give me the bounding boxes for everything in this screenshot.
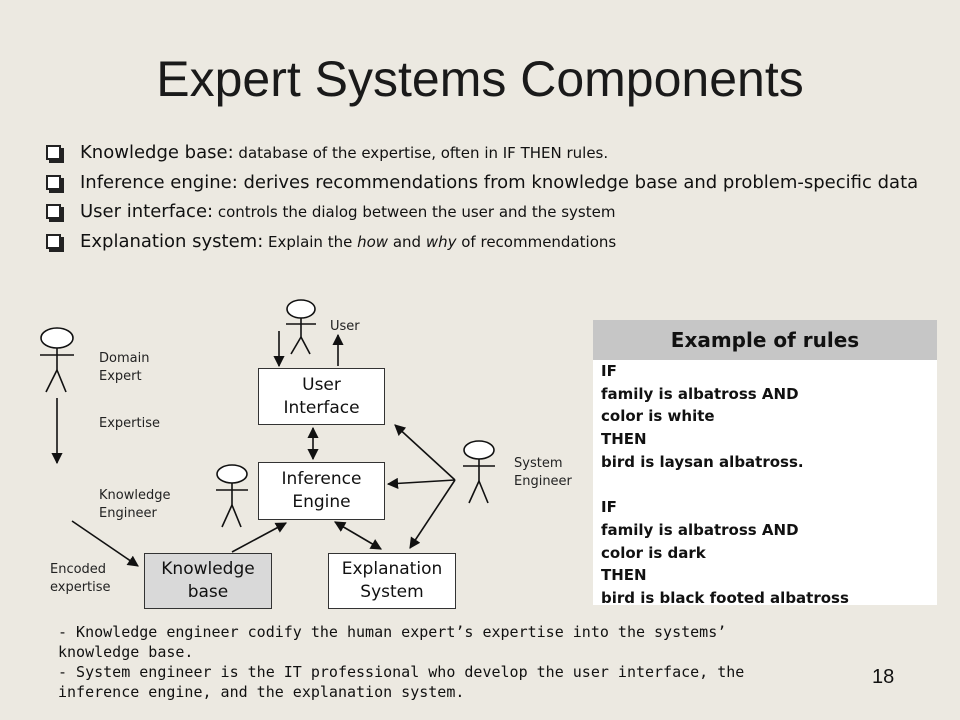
system-engineer-label: System Engineer [514,456,572,489]
bullet-detail-mid: and [388,233,426,251]
bullet-knowledge-base: Knowledge base: database of the expertis… [42,142,942,164]
inference-engine-box: Inference Engine [258,462,385,520]
footnotes: - Knowledge engineer codify the human ex… [58,622,798,702]
rules-panel: IF family is albatross AND color is whit… [593,360,937,607]
expertise-label: Expertise [99,416,160,431]
knowledge-engineer-figure-icon [216,464,248,528]
knowledge-base-box: Knowledge base [144,553,272,609]
rule-line: bird is laysan albatross. [601,452,804,471]
bullet-emphasis-how: how [357,233,389,251]
bullet-detail: database of the expertise, often in IF T… [233,144,609,162]
rule-line: color is white [601,407,715,426]
user-label: User [330,319,360,334]
page-title: Expert Systems Components [156,51,804,107]
note-knowledge-engineer: - Knowledge engineer codify the human ex… [58,623,736,661]
encoded-expertise-label: Encoded expertise [50,562,111,595]
rule-line: family is albatross AND [601,384,799,403]
bullet-user-interface: User interface: controls the dialog betw… [42,201,942,223]
square-bullet-icon [46,234,61,249]
rule-line [601,474,929,497]
bullet-term: User interface: [80,201,214,222]
square-bullet-icon [46,175,61,190]
rule-line: IF [601,498,617,517]
bullet-detail: controls the dialog between the user and… [213,203,616,221]
system-engineer-figure-icon [463,440,495,504]
bullet-explanation-system: Explanation system: Explain the how and … [42,231,942,253]
rule-line: color is dark [601,543,706,562]
square-bullet-icon [46,204,61,219]
knowledge-engineer-label: Knowledge Engineer [99,488,171,521]
rule-line: THEN [601,430,647,449]
rules-header: Example of rules [593,320,937,360]
explanation-system-box: Explanation System [328,553,456,609]
domain-expert-label: Domain Expert [99,351,150,384]
user-figure-icon [286,299,316,355]
bullet-term: Inference engine: derives recommendation… [80,172,919,193]
rule-line: family is albatross AND [601,520,799,539]
bullet-emphasis-why: why [425,233,457,251]
bullet-term: Knowledge base: [80,142,234,163]
note-system-engineer: - System engineer is the IT professional… [58,663,754,701]
square-bullet-icon [46,145,61,160]
rule-line: bird is black footed albatross [601,589,849,608]
bullet-detail: Explain the [263,233,358,251]
component-list: Knowledge base: database of the expertis… [42,142,942,261]
bullet-term: Explanation system: [80,231,264,252]
user-interface-box: User Interface [258,368,385,425]
rule-line: THEN [601,566,647,585]
page-number: 18 [872,666,895,688]
domain-expert-figure-icon [40,327,74,393]
rule-line: IF [601,362,617,380]
bullet-inference-engine: Inference engine: derives recommendation… [42,172,942,193]
bullet-detail-tail: of recommendations [456,233,617,251]
